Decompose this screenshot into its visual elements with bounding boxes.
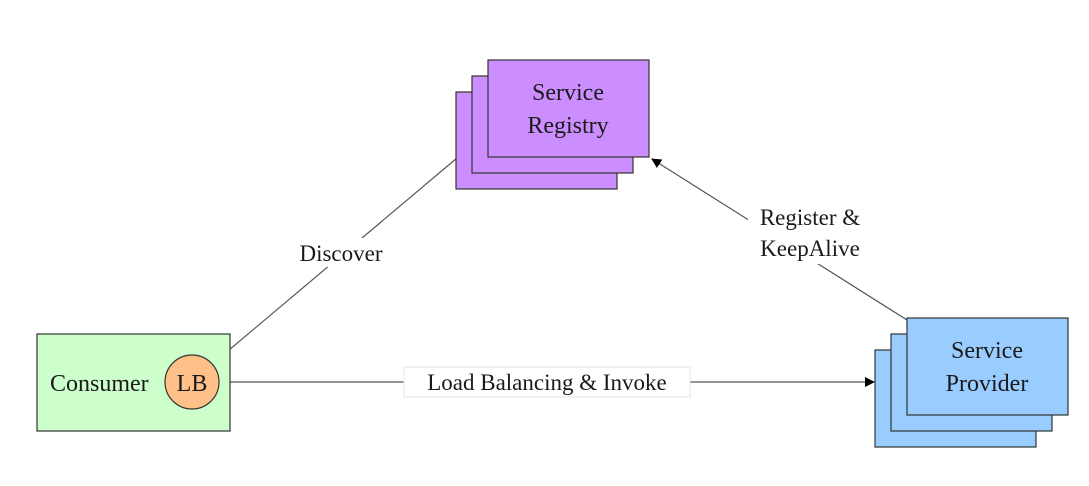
edge-labels: Discover Register & KeepAlive Load Balan… bbox=[290, 202, 872, 398]
lb-circle bbox=[164, 354, 220, 410]
provider-label-line1: Service bbox=[951, 338, 1023, 364]
edges bbox=[215, 157, 908, 387]
registry-label-line1: Service bbox=[532, 80, 604, 106]
consumer-label: Consumer bbox=[50, 371, 149, 397]
provider-stack-front bbox=[906, 317, 1069, 416]
register-label-line2: KeepAlive bbox=[760, 236, 860, 261]
service-provider-node: Service Provider bbox=[874, 317, 1069, 448]
register-label-line1: Register & bbox=[760, 205, 860, 230]
invoke-label: Load Balancing & Invoke bbox=[427, 370, 667, 395]
consumer-node: Consumer LB bbox=[36, 333, 231, 432]
lb-label: LB bbox=[177, 371, 208, 397]
register-label-bg bbox=[748, 202, 872, 264]
registry-stack-front bbox=[487, 59, 650, 158]
registry-label-line2: Registry bbox=[527, 113, 608, 139]
discover-label-bg bbox=[290, 238, 392, 267]
invoke-label-bg bbox=[403, 366, 691, 398]
provider-label-line2: Provider bbox=[946, 371, 1029, 397]
discover-label: Discover bbox=[299, 241, 382, 266]
service-registry-node: Service Registry bbox=[455, 59, 650, 190]
